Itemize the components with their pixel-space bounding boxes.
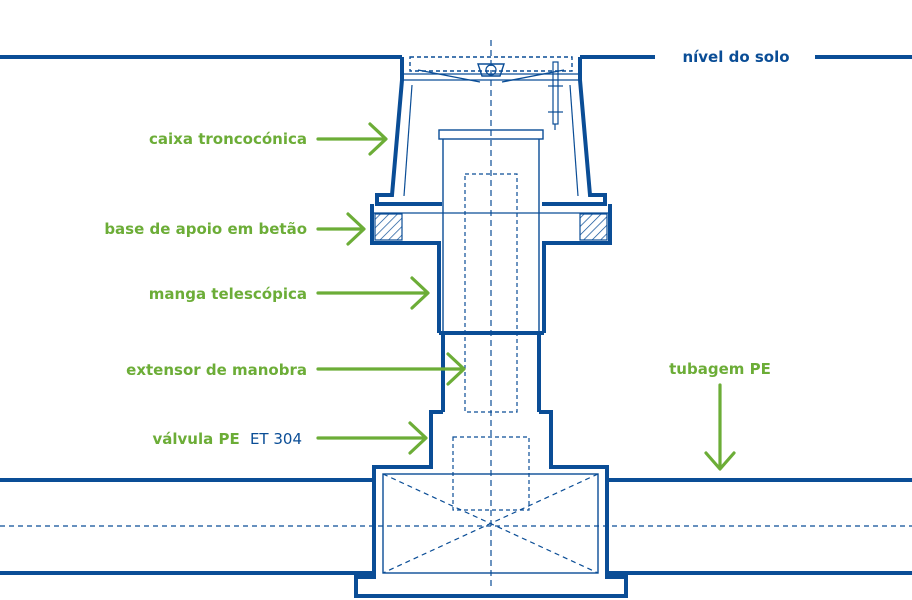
telescopic-sleeve (438, 129, 544, 412)
label-extender: extensor de manobra (126, 361, 307, 379)
label-pipe: tubagem PE (669, 360, 771, 378)
arrow-sleeve (316, 276, 430, 310)
label-arrows (316, 122, 736, 471)
arrow-extender (316, 352, 466, 386)
label-sleeve: manga telescópica (149, 285, 307, 303)
arrow-valve (316, 421, 428, 455)
pe-pipe (0, 478, 912, 575)
concrete-base (370, 204, 612, 333)
label-ground-level: nível do solo (682, 48, 789, 66)
label-valve-prefix: válvula PE (152, 430, 239, 448)
label-valve: válvula PE ET 304 (152, 430, 302, 448)
arrow-box (316, 122, 388, 156)
label-base: base de apoio em betão (104, 220, 307, 238)
arrow-pipe (704, 383, 736, 471)
label-valve-code: ET 304 (250, 430, 302, 448)
label-box: caixa troncocónica (149, 130, 307, 148)
arrow-base (316, 212, 366, 246)
